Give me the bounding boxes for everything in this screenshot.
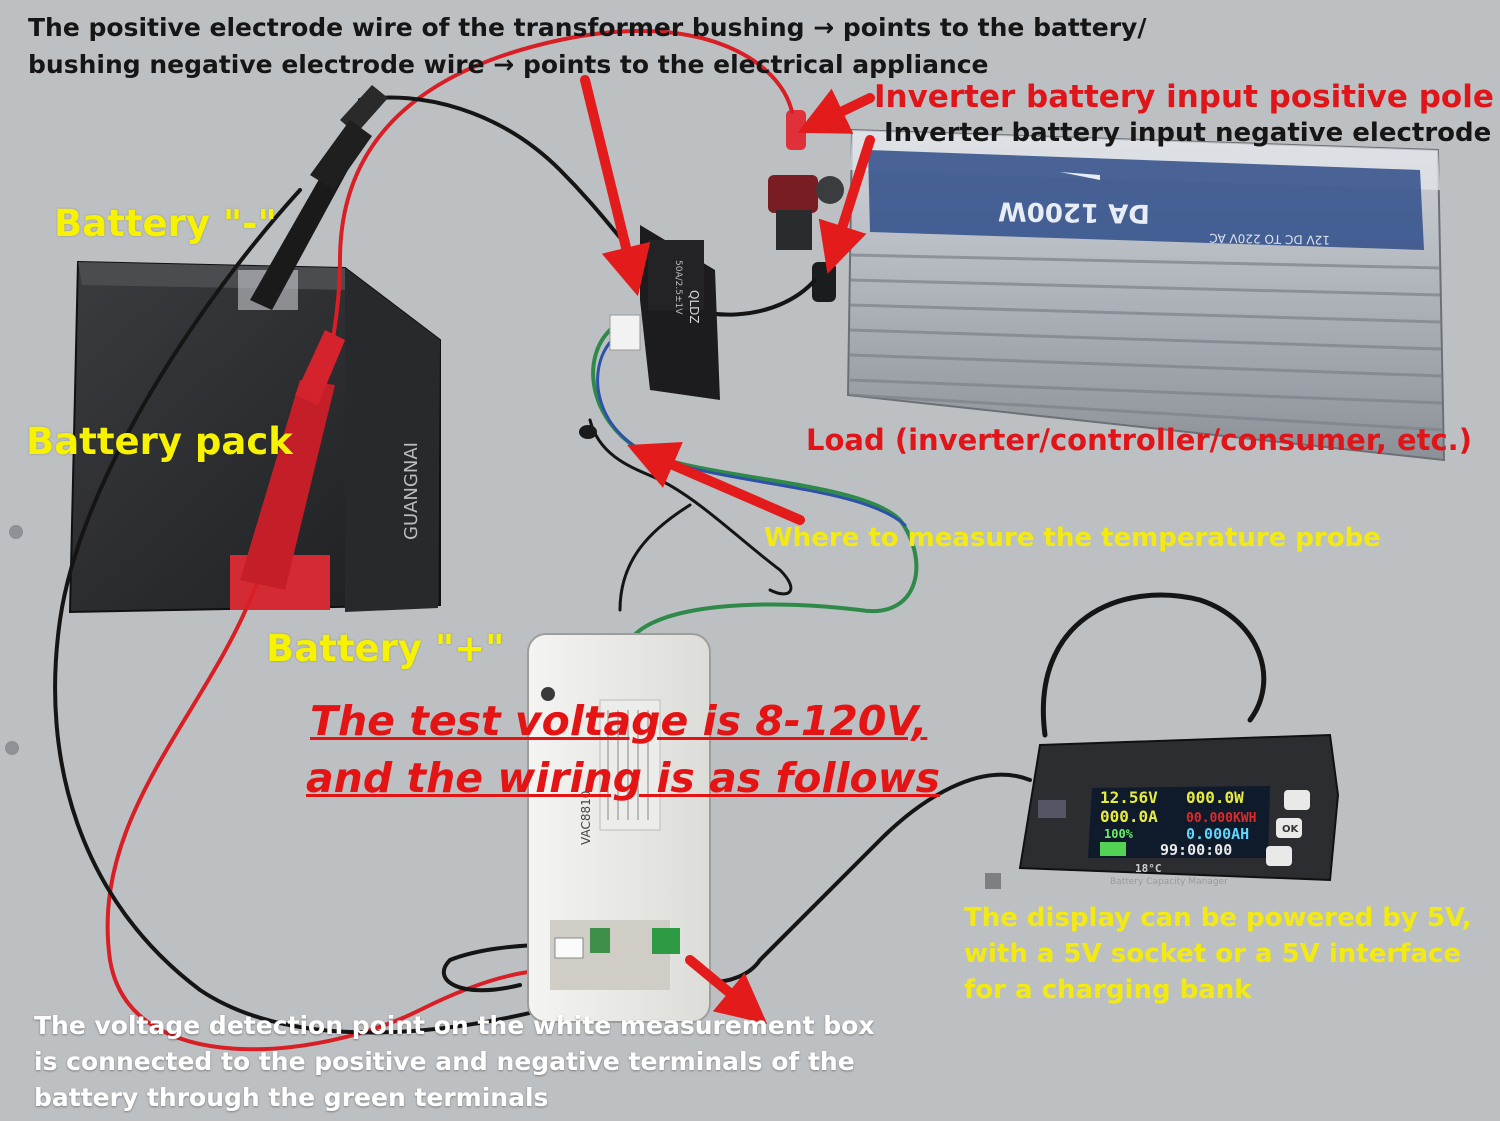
board-hole bbox=[5, 741, 19, 755]
lcd-capacity-pct: 100% bbox=[1104, 827, 1134, 841]
arrow-to-green-terminal bbox=[685, 955, 768, 1024]
bottom-note-line1: The voltage detection point on the white… bbox=[34, 1011, 875, 1040]
inverter-negative-terminal bbox=[816, 176, 844, 204]
display-note-line3: for a charging bank bbox=[964, 975, 1252, 1005]
banner-line2: and the wiring is as follows bbox=[306, 754, 940, 802]
ring-connector-red bbox=[786, 110, 806, 150]
label-load: Load (inverter/controller/consumer, etc.… bbox=[806, 423, 1472, 457]
callout-arrows bbox=[580, 75, 875, 1024]
display-caption: Battery Capacity Manager bbox=[1110, 877, 1228, 887]
inverter-label-panel bbox=[868, 150, 1424, 250]
display-note-line1: The display can be powered by 5V, bbox=[964, 903, 1472, 933]
lcd-power: 000.0W bbox=[1186, 788, 1244, 807]
label-inverter-negative: Inverter battery input negative electrod… bbox=[884, 118, 1492, 148]
lcd-voltage: 12.56V bbox=[1100, 788, 1158, 807]
display-ok-label: OK bbox=[1282, 824, 1300, 835]
display-ok-button[interactable] bbox=[1276, 818, 1302, 838]
banner-line1: The test voltage is 8-120V, bbox=[310, 697, 928, 745]
current-sensor: QLDZ 50A/2.5±1V bbox=[609, 225, 720, 400]
bottom-note-line2: is connected to the positive and negativ… bbox=[34, 1047, 855, 1076]
label-battery-pack: Battery pack bbox=[26, 420, 293, 463]
board-hole bbox=[9, 525, 23, 539]
alligator-clip-black bbox=[250, 85, 388, 310]
alligator-clip-red bbox=[240, 330, 345, 590]
lcd-time: 99:00:00 bbox=[1160, 841, 1232, 859]
inverter: DA 1200W 12V DC TO 220V AC bbox=[768, 110, 1446, 462]
top-note-line1: The positive electrode wire of the trans… bbox=[28, 13, 1147, 42]
bottom-note-line3: battery through the green terminals bbox=[34, 1083, 549, 1112]
label-temperature-probe: Where to measure the temperature probe bbox=[764, 523, 1381, 553]
measure-box-model: VAC8810 bbox=[579, 791, 593, 845]
lcd-capacity-ah: 0.000AH bbox=[1186, 825, 1249, 843]
lcd-screen bbox=[1088, 786, 1270, 858]
display-down-button[interactable] bbox=[1266, 846, 1292, 866]
inverter-spec-text: 12V DC TO 220V AC bbox=[1209, 231, 1330, 247]
display-up-button[interactable] bbox=[1284, 790, 1310, 810]
label-battery-positive: Battery "+" bbox=[266, 627, 505, 670]
inverter-positive-terminal bbox=[768, 175, 818, 213]
arrow-to-temperature-probe bbox=[627, 442, 805, 525]
arrow-to-sensor bbox=[580, 75, 651, 297]
label-battery-negative: Battery "-" bbox=[54, 202, 277, 245]
battery-brand: GUANGNAI bbox=[401, 442, 422, 540]
display-unit: 12.56V 000.0A 000.0W 00.000KWH 100% 0.00… bbox=[985, 733, 1340, 889]
label-inverter-positive: Inverter battery input positive pole bbox=[874, 79, 1494, 115]
sensor-brand: QLDZ bbox=[687, 290, 701, 324]
small-block bbox=[985, 873, 1001, 889]
temperature-probe-head bbox=[579, 425, 597, 439]
lcd-energy: 00.000KWH bbox=[1186, 811, 1256, 826]
inverter-model-text: DA 1200W bbox=[998, 195, 1150, 228]
lcd-current: 000.0A bbox=[1100, 807, 1158, 826]
arrow-to-negative-electrode bbox=[818, 135, 875, 274]
lcd-temp: 18°C bbox=[1135, 862, 1162, 875]
top-note-line2: bushing negative electrode wire → points… bbox=[28, 50, 989, 79]
green-terminal bbox=[652, 928, 680, 954]
sensor-rating: 50A/2.5±1V bbox=[673, 260, 683, 315]
display-note-line2: with a 5V socket or a 5V interface bbox=[964, 939, 1462, 969]
arrow-to-positive-pole bbox=[797, 88, 875, 134]
measurement-box: VAC8810 bbox=[527, 633, 711, 1023]
